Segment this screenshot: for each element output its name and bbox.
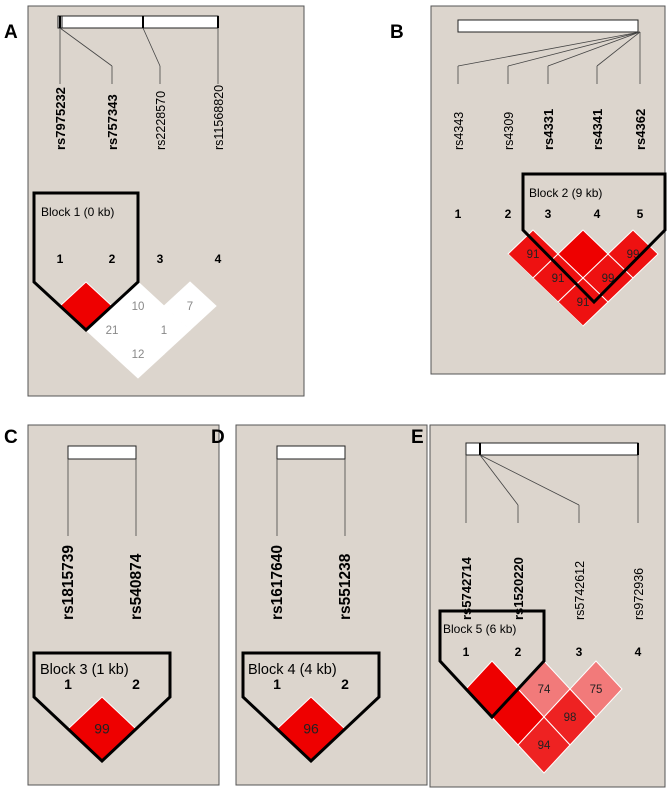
- snp-index: 2: [515, 645, 522, 659]
- snp-label: rs4309: [502, 112, 516, 150]
- block-label: Block 2 (9 kb): [529, 186, 602, 200]
- chromosome-bar: [479, 442, 639, 456]
- snp-label: rs1815739: [60, 545, 77, 620]
- snp-mapping-line: [507, 31, 641, 67]
- chromosome-bar: [457, 19, 639, 33]
- snp-mapping-line: [596, 31, 641, 67]
- panel-label: C: [4, 427, 18, 448]
- snp-index: 2: [505, 207, 512, 221]
- ld-cell: [533, 302, 583, 350]
- snp-label: rs1520220: [511, 557, 526, 620]
- ld-value: 96: [303, 721, 319, 737]
- snp-index: 2: [341, 676, 349, 692]
- block-label: Block 3 (1 kb): [40, 662, 129, 678]
- ld-value: 1: [161, 325, 167, 337]
- ld-value: 94: [538, 740, 551, 752]
- panel-label: E: [411, 427, 424, 448]
- ld-value: 91: [527, 249, 540, 261]
- snp-index: 1: [455, 207, 462, 221]
- snp-index: 2: [132, 676, 140, 692]
- ld-value: 7: [187, 301, 193, 313]
- snp-index: 5: [637, 207, 644, 221]
- haplotype-block-outline: [32, 191, 140, 333]
- snp-index: 1: [273, 676, 281, 692]
- ld-value: 98: [564, 712, 577, 724]
- ld-cell: [111, 329, 165, 379]
- snp-mapping-line: [547, 31, 641, 67]
- snp-label: rs4343: [452, 112, 466, 150]
- block-label: Block 5 (6 kb): [443, 622, 516, 636]
- snp-index: 1: [64, 676, 72, 692]
- ld-value: 10: [132, 301, 145, 313]
- haplotype-block-outline: [32, 651, 172, 764]
- snp-label: rs11568820: [212, 85, 226, 150]
- snp-index: 1: [57, 252, 64, 266]
- snp-label: rs5742714: [459, 556, 474, 620]
- snp-label: rs972936: [632, 568, 646, 620]
- snp-mapping-line: [479, 454, 580, 506]
- snp-label: rs540874: [128, 553, 145, 620]
- ld-value: 99: [94, 721, 110, 737]
- snp-index: 2: [109, 252, 116, 266]
- chromosome-bar: [61, 15, 144, 29]
- snp-index: 1: [463, 645, 470, 659]
- panel-label: A: [4, 22, 18, 43]
- block-label: Block 4 (4 kb): [248, 662, 337, 678]
- ld-value: 99: [602, 273, 615, 285]
- snp-label: rs4362: [633, 109, 648, 150]
- snp-index: 4: [215, 252, 222, 266]
- ld-value: 91: [552, 273, 565, 285]
- snp-label: rs1617640: [269, 545, 286, 620]
- chromosome-bar: [67, 445, 137, 460]
- haplotype-block-outline: [241, 651, 381, 764]
- snp-label: rs4341: [590, 109, 605, 150]
- snp-index: 3: [576, 645, 583, 659]
- haplotype-block-outline: [521, 172, 667, 305]
- panel-label: D: [211, 427, 225, 448]
- ld-value: 75: [590, 684, 603, 696]
- panel-label: B: [390, 22, 404, 43]
- snp-index: 3: [157, 252, 164, 266]
- snp-label: rs551238: [337, 553, 354, 620]
- snp-index: 4: [635, 645, 642, 659]
- snp-index: 4: [594, 207, 601, 221]
- chromosome-bar: [276, 445, 346, 460]
- ld-value: 12: [132, 349, 145, 361]
- snp-label: rs757343: [105, 94, 120, 150]
- snp-label: rs5742612: [573, 561, 587, 620]
- snp-label: rs7975232: [53, 87, 68, 150]
- snp-mapping-line: [457, 31, 641, 67]
- ld-cell: [517, 716, 571, 774]
- ld-value: 74: [538, 684, 551, 696]
- snp-mapping-line: [479, 454, 519, 506]
- snp-label: rs2228570: [154, 91, 168, 150]
- snp-index: 3: [545, 207, 552, 221]
- snp-mapping-line: [142, 27, 161, 67]
- chromosome-bar: [142, 15, 219, 29]
- block-label: Block 1 (0 kb): [41, 205, 114, 219]
- snp-mapping-line: [59, 27, 113, 67]
- chromosome-bar: [465, 442, 481, 456]
- ld-value: 91: [577, 297, 590, 309]
- haplotype-block-outline: [438, 609, 546, 720]
- ld-value: 21: [106, 325, 119, 337]
- snp-label: rs4331: [541, 109, 556, 150]
